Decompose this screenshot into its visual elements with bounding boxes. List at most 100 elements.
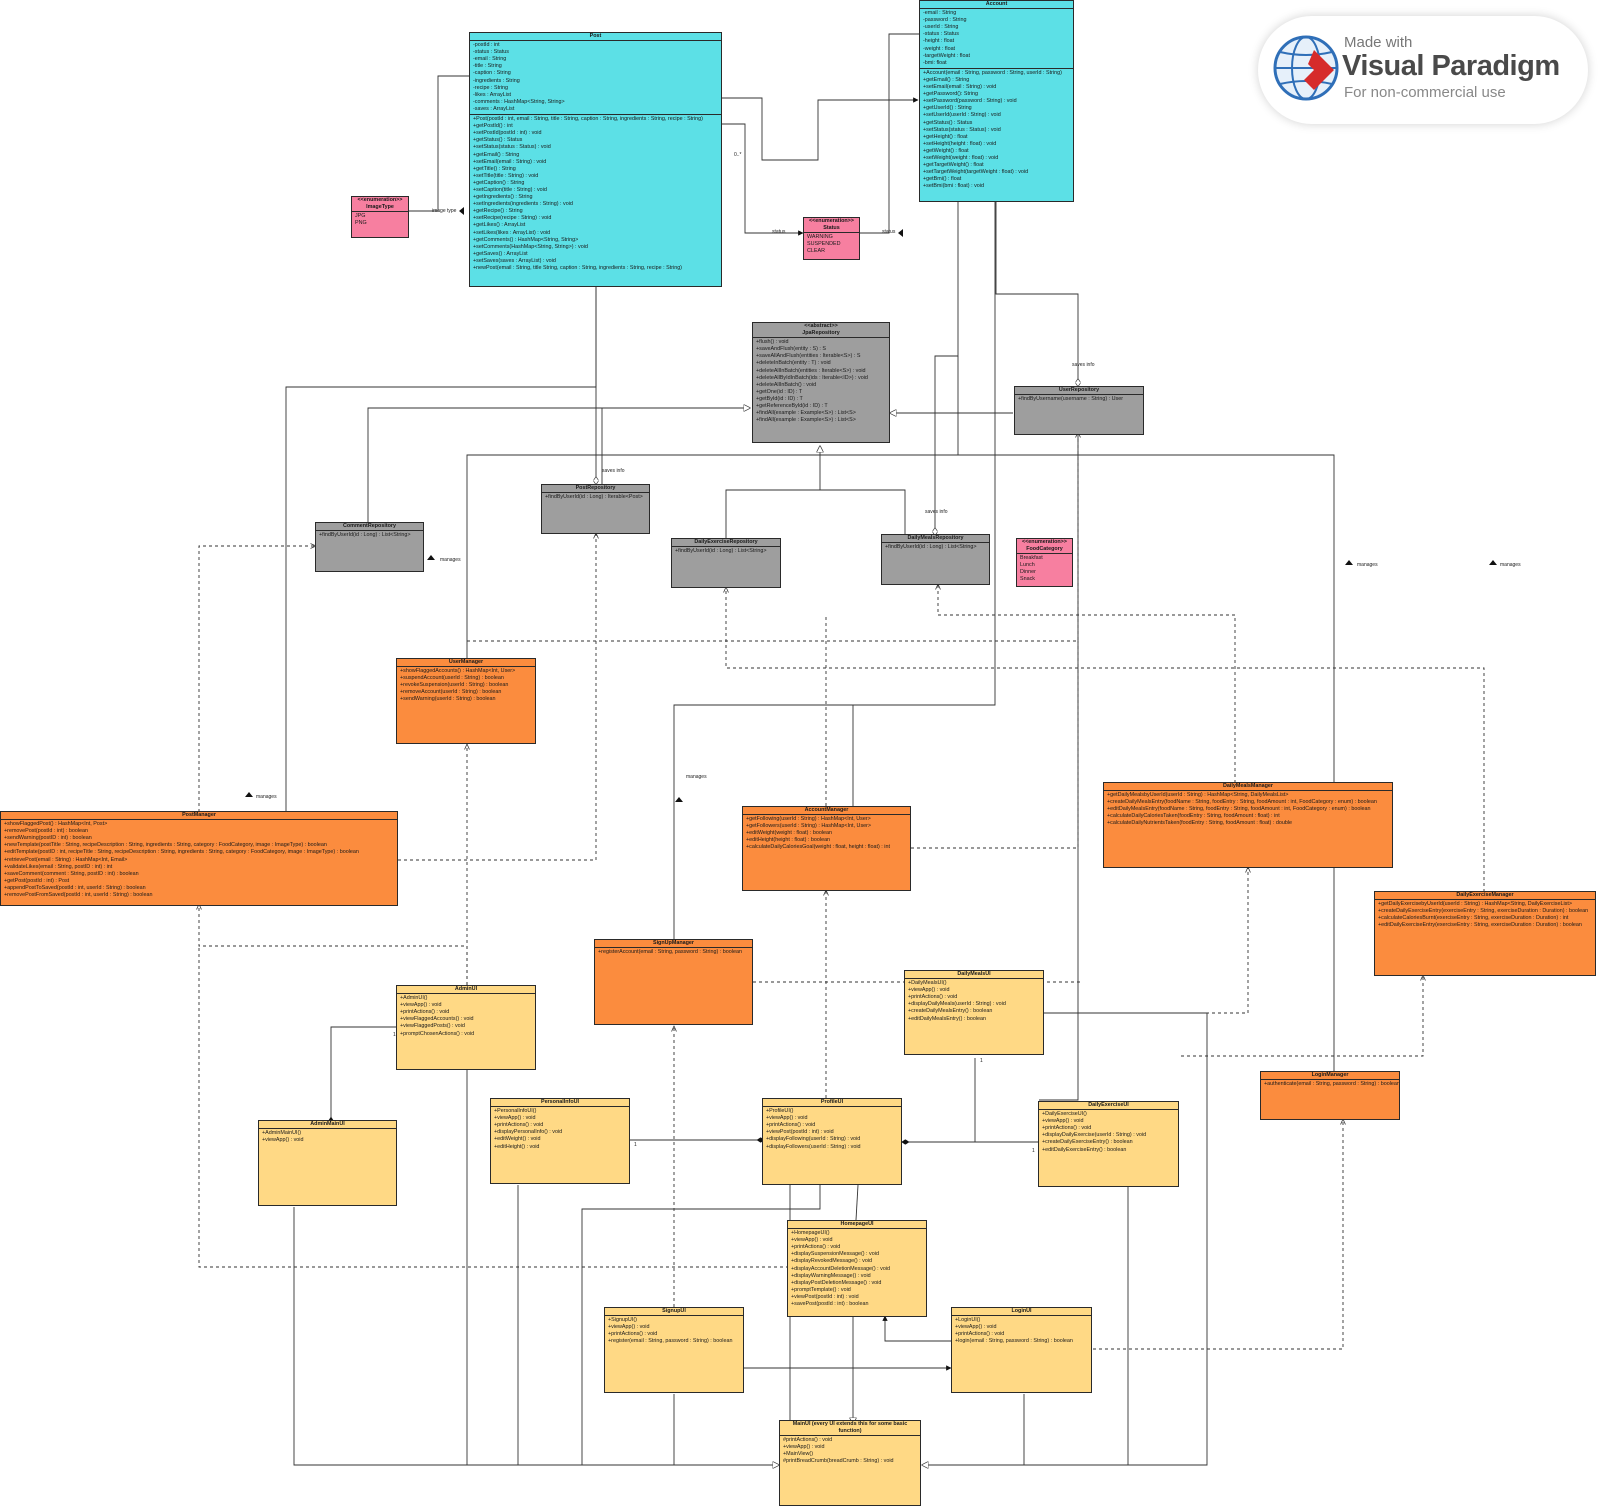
account-userrepo-saves (995, 201, 1078, 386)
class-operation: +setSaves(saves : ArrayList) : void (473, 257, 556, 264)
class-operation: +setStatus(status : Status) : void (923, 126, 1001, 133)
class-operation: +setCaption(title : String) : void (473, 186, 547, 193)
class-operation: +editDailyExerciseEntry(exerciseEntry : … (1378, 922, 1582, 929)
account-mealsrepo-saves (935, 201, 959, 535)
class-operation: +printActions() : void (400, 1009, 450, 1016)
account-accountmanager-line (852, 201, 996, 806)
class-operation: +promptTemplate() : void (791, 1286, 851, 1293)
class-operation: +appendPostToSaved(postId : int, userId … (4, 884, 146, 891)
class-operation: +getLikes() : ArrayList (473, 222, 526, 229)
class-attribute: -email : String (473, 56, 507, 63)
class-homepageui[interactable]: HomepageUI +HomepageUI()+viewApp() : voi… (787, 1220, 927, 1317)
class-loginui[interactable]: LoginUI +LoginUI()+viewApp() : void+prin… (951, 1307, 1092, 1393)
class-loginmanager[interactable]: LoginManager +authenticate(email : Strin… (1260, 1071, 1400, 1120)
exercisemanager-exerciserepo-dep (726, 587, 1485, 892)
enum-value: WARNING (807, 234, 833, 241)
login-mainui-generalization (922, 1394, 1025, 1465)
class-dailyexerciserepository[interactable]: DailyExerciseRepository +findByUserId(id… (671, 538, 781, 588)
class-operation: +printActions() : void (908, 994, 958, 1001)
class-operation: +suspendAccount(userId : String) : boole… (400, 675, 504, 682)
class-operation: +setComments(HashMap<String, String>) : … (473, 243, 588, 250)
class-operation: #printActions() : void (783, 1437, 833, 1444)
class-title: DailyMealsManager (1104, 783, 1392, 792)
class-profileui[interactable]: ProfileUI +ProfileUI()+viewApp() : void+… (762, 1098, 902, 1185)
account-status-association (860, 33, 919, 234)
class-attribute: -likes : ArrayList (473, 91, 512, 98)
class-operation: +viewApp() : void (262, 1137, 304, 1144)
class-postrepository[interactable]: PostRepository +findByUserId(id : Long) … (541, 484, 650, 534)
class-dailyexerciseui[interactable]: DailyExerciseUI +DailyExerciseUI()+viewA… (1038, 1101, 1179, 1187)
label-one-personal: 1 (634, 1142, 637, 1148)
label-manages-post: manages (256, 794, 277, 800)
homepageui-profileui-line (855, 1184, 859, 1221)
class-attribute: -caption : String (473, 70, 511, 77)
label-image-type: image type (432, 208, 457, 214)
class-account[interactable]: Account -email : String-password : Strin… (919, 0, 1074, 202)
class-operation: +setLikes(likes : ArrayList) : void (473, 229, 551, 236)
class-operation: +printActions() : void (766, 1122, 816, 1129)
operations: +authenticate(email : String, password :… (1261, 1080, 1399, 1089)
class-title: CommentRepository (316, 523, 423, 532)
exerciserepo-jpa-generalization (725, 446, 820, 539)
class-dailymealsui[interactable]: DailyMealsUI +DailyMealsUI()+viewApp() :… (904, 970, 1044, 1055)
class-userrepository[interactable]: UserRepository +findByUsername(username … (1014, 386, 1144, 435)
class-accountmanager[interactable]: AccountManager +getFollowing(userId : St… (742, 806, 911, 891)
class-jparepository[interactable]: <<abstract>>JpaRepository +flush() : voi… (752, 322, 890, 443)
class-attribute: -weight : float (923, 45, 956, 52)
class-dailymealsrepository[interactable]: DailyMealsRepository +findByUserId(id : … (881, 534, 990, 585)
class-operation: +calculateCaloriesBurnt(exerciseEntry : … (1378, 915, 1569, 922)
class-dailyexercisemanager[interactable]: DailyExerciseManager +getDailyExerciseby… (1374, 891, 1596, 976)
class-attribute: -comments : HashMap<String, String> (473, 98, 565, 105)
class-operation: +saveAllAndFlush(entities : Iterable<S>)… (756, 353, 861, 360)
class-operation: +setUserId(userId : String) : void (923, 112, 1001, 119)
class-operation: +getReferenceById(id : ID) : T (756, 403, 828, 410)
class-signupmanager[interactable]: SignUpManager +registerAccount(email : S… (594, 939, 753, 1025)
operations: +showFlaggedAccounts() : HashMap<Int, Us… (397, 667, 535, 704)
attributes: -postId : int-status : Status-email : St… (470, 41, 721, 116)
class-title: UserRepository (1015, 387, 1143, 396)
class-operation: +removePost(postId : int) : boolean (4, 828, 89, 835)
class-title: DailyMealsRepository (882, 535, 989, 544)
class-operation: +getPost(postId : int) : Post (4, 877, 70, 884)
class-operation: +sendWarning(userId : String) : boolean (400, 696, 496, 703)
operations: +findByUserId(id : Long) : Iterable<Post… (542, 493, 649, 502)
class-operation: +setPostId(postId : int) : void (473, 130, 542, 137)
enum-value: Breakfast (1020, 555, 1043, 562)
class-operation: +displayDailyMeals(userId : String) : vo… (908, 1001, 1006, 1008)
class-operation: +SignupUI() (608, 1317, 637, 1324)
class-adminui[interactable]: AdminUI +AdminUI()+viewApp() : void+prin… (396, 985, 536, 1070)
accountmanager-userrepo-dep (911, 641, 1079, 849)
class-title: SignUpManager (595, 940, 752, 949)
class-operation: +setIngredients(ingredients : String) : … (473, 201, 573, 208)
class-dailymealsmanager[interactable]: DailyMealsManager +getDailyMealsbyUserId… (1103, 782, 1393, 868)
class-mainui[interactable]: MainUI (every UI extends this for some b… (779, 1420, 921, 1506)
operations: +DailyExerciseUI()+viewApp() : void+prin… (1039, 1110, 1178, 1155)
class-title: Account (920, 1, 1073, 10)
class-operation: +getRecipe() : String (473, 208, 523, 215)
class-usermanager[interactable]: UserManager +showFlaggedAccounts() : Has… (396, 658, 536, 744)
class-title: PostRepository (542, 485, 649, 494)
class-commentrepository[interactable]: CommentRepository +findByUserId(id : Lon… (315, 522, 424, 572)
class-operation: +removePostFromSaved(postId : int, userI… (4, 892, 153, 899)
class-postmanager[interactable]: PostManager +showFlaggedPost() : HashMap… (0, 811, 398, 906)
class-title: Status (823, 225, 840, 232)
class-operation: +setTitle(title : String) : void (473, 172, 539, 179)
class-post[interactable]: Post -postId : int-status : Status-email… (469, 32, 722, 287)
class-adminmainui[interactable]: AdminMainUI +AdminMainUI()+viewApp() : v… (258, 1120, 397, 1206)
class-operation: +displayRevokedMessage() : void (791, 1258, 873, 1265)
class-operation: +editHeight(height : float) : boolean (746, 837, 831, 844)
class-title: PersonalInfoUI (491, 1099, 629, 1108)
class-operation: +setEmail(email : String) : void (923, 84, 997, 91)
class-operation: +validateLikes(email : String, postID : … (4, 863, 113, 870)
class-title: DailyExerciseUI (1039, 1102, 1178, 1111)
class-operation: +newTemplate(postTitle : String, recipeD… (4, 842, 327, 849)
stereotype: <<enumeration>> (1022, 539, 1067, 545)
class-personalinfoui[interactable]: PersonalInfoUI +PersonalInfoUI()+viewApp… (490, 1098, 630, 1184)
class-operation: +AdminUI() (400, 995, 428, 1002)
class-signupui[interactable]: SignupUI +SignupUI()+viewApp() : void+pr… (604, 1307, 744, 1393)
class-operation: +getHeight() : float (923, 133, 968, 140)
class-operation: +saveComment(comment : String, postID : … (4, 870, 139, 877)
